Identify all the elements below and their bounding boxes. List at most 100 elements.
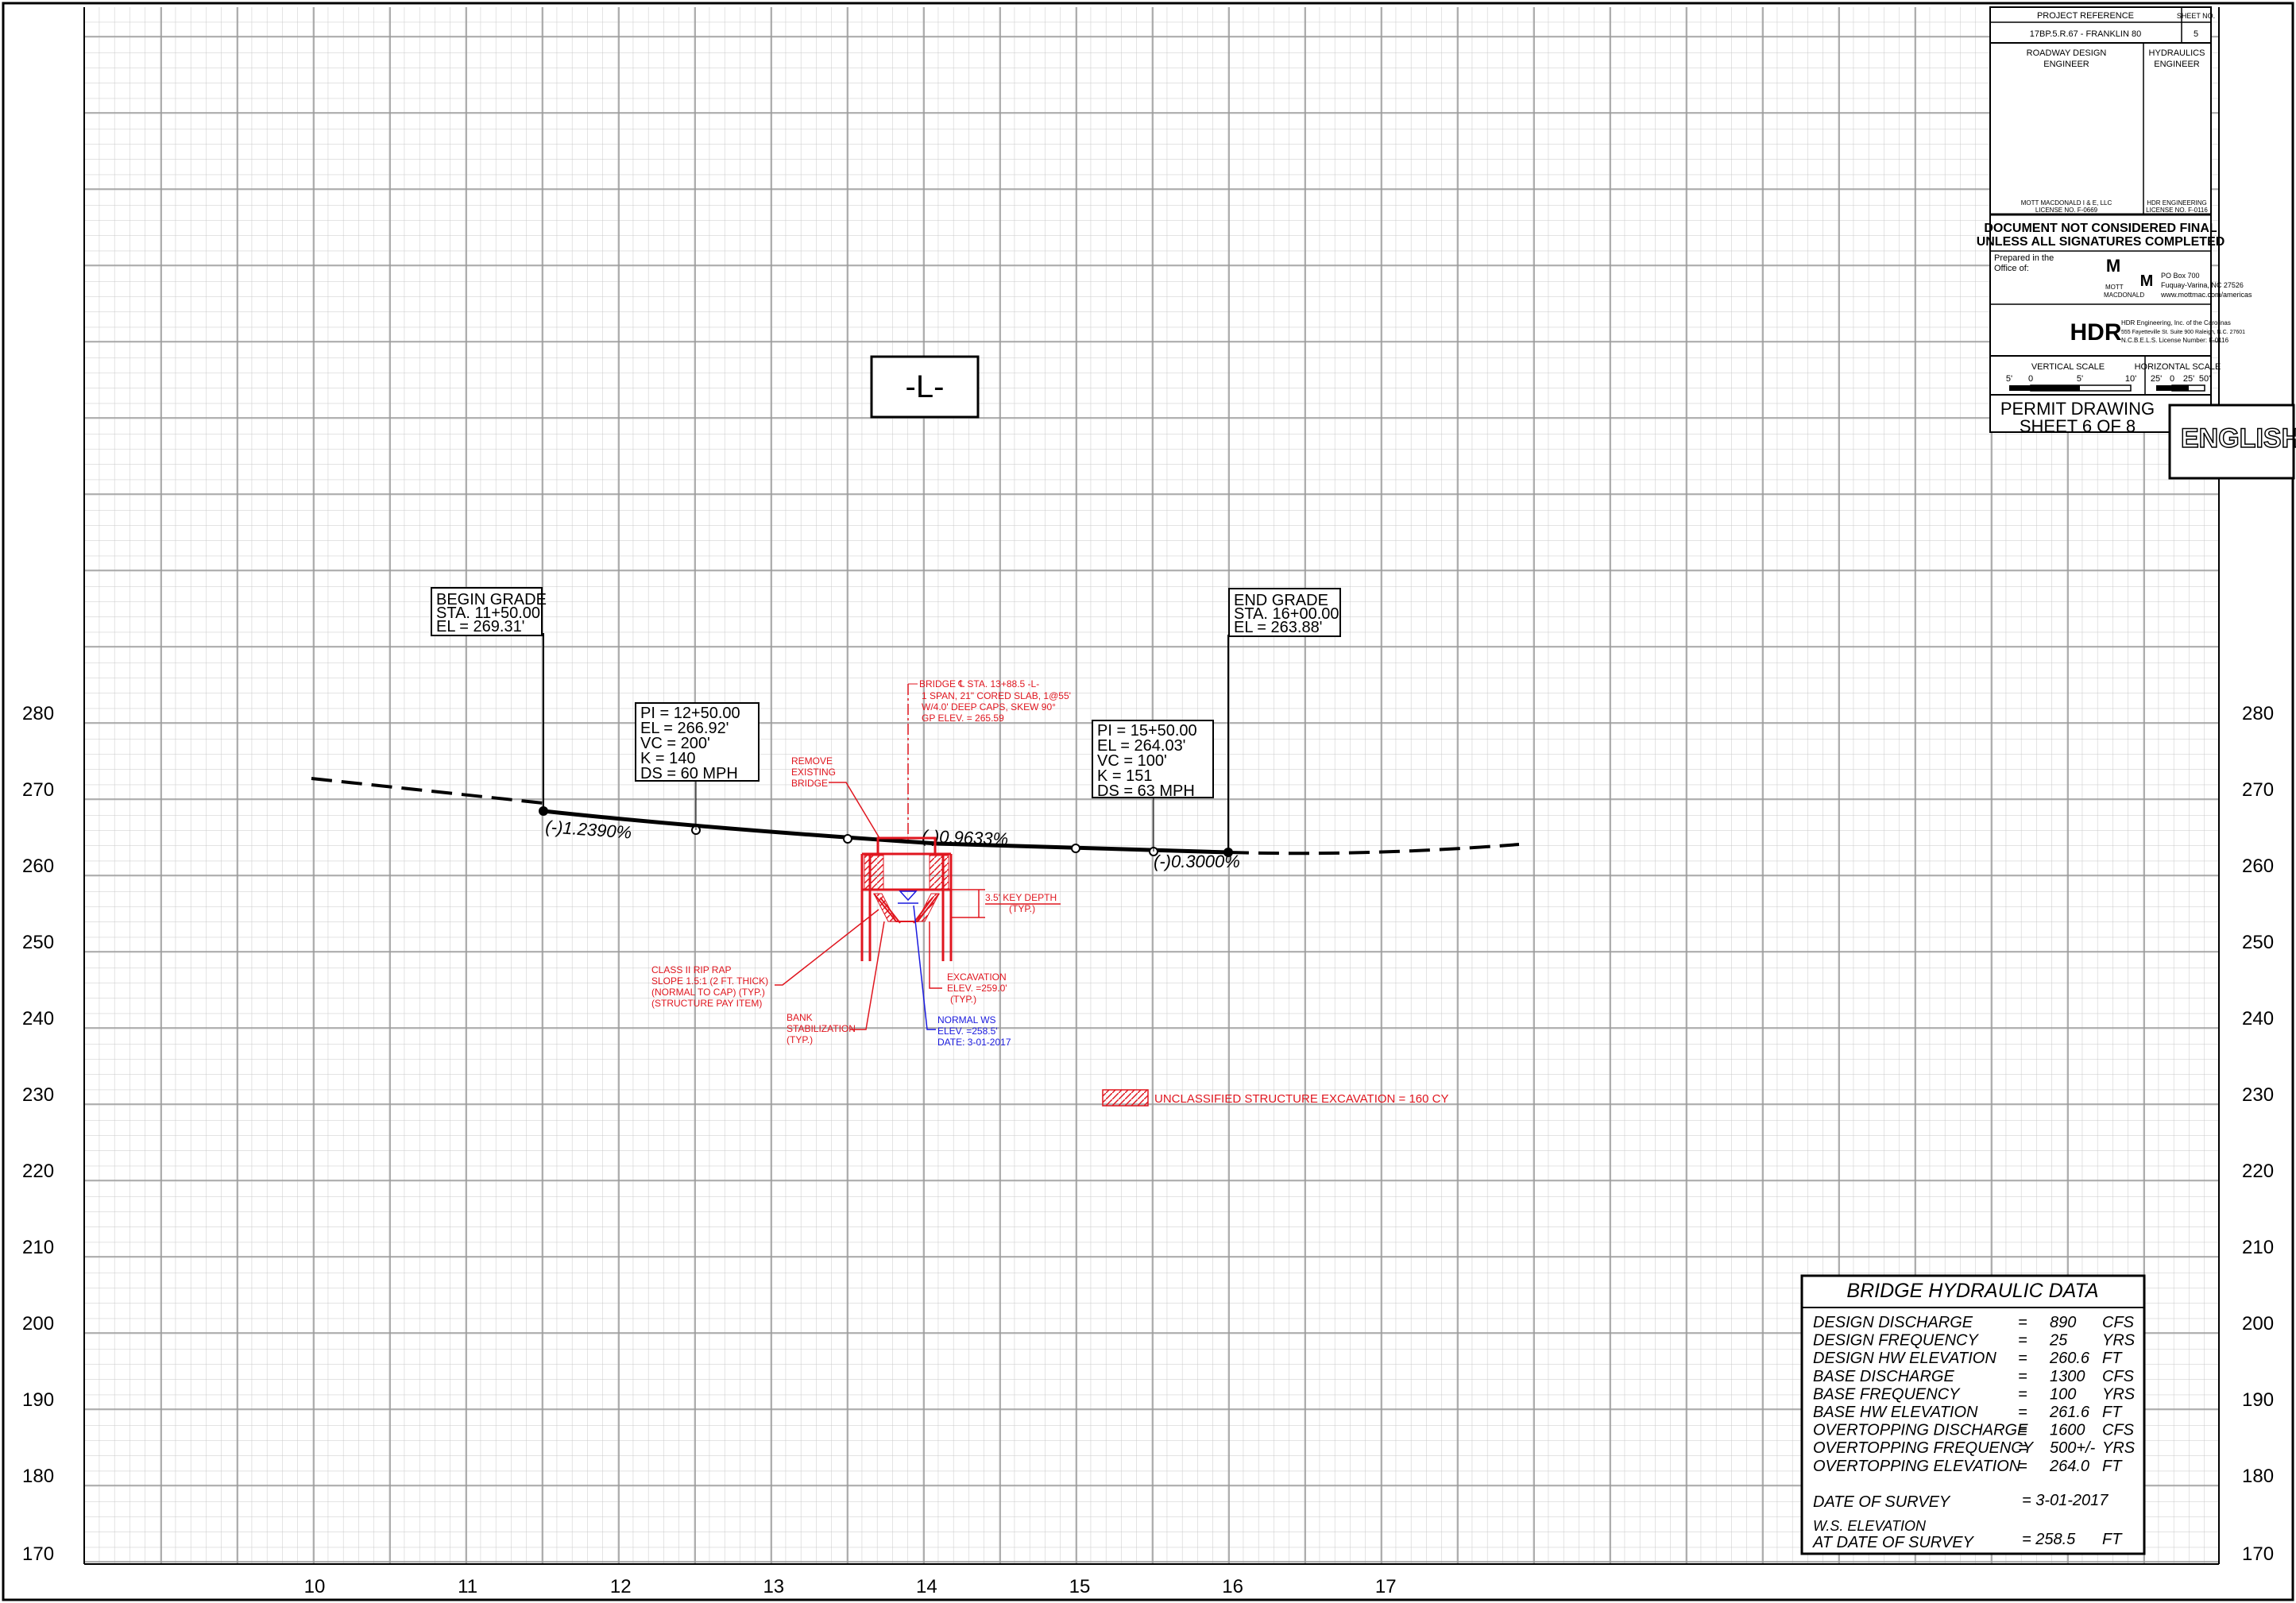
svg-text:=: = xyxy=(2018,1368,2027,1385)
hydraulic-data-table: BRIDGE HYDRAULIC DATA DESIGN DISCHARGE=8… xyxy=(1800,1274,2146,1555)
svg-text:END GRADE: END GRADE xyxy=(1234,592,1328,609)
svg-text:555 Fayetteville St. Suite 900: 555 Fayetteville St. Suite 900 Raleigh, … xyxy=(2121,330,2245,335)
svg-text:SLOPE 1.5:1 (2 FT. THICK): SLOPE 1.5:1 (2 FT. THICK) xyxy=(651,975,768,987)
svg-text:HORIZONTAL SCALE: HORIZONTAL SCALE xyxy=(2135,362,2221,372)
svg-text:25': 25' xyxy=(2151,374,2162,384)
end-grade-point xyxy=(1223,848,1233,857)
svg-text:K = 151: K = 151 xyxy=(1097,767,1153,785)
excavation-legend: UNCLASSIFIED STRUCTURE EXCAVATION = 160 … xyxy=(1102,1089,1449,1107)
svg-text:EXISTING: EXISTING xyxy=(791,767,836,778)
end-grade-callout: END GRADE STA. 16+00.00 EL = 263.88' xyxy=(1228,588,1341,637)
svg-text:ENGLISH: ENGLISH xyxy=(2181,423,2296,454)
elevation-label-left: 240 xyxy=(22,1008,54,1029)
svg-text:BRIDGE ℄ STA. 13+88.5 -L-: BRIDGE ℄ STA. 13+88.5 -L- xyxy=(919,678,1039,689)
svg-text:PI = 12+50.00: PI = 12+50.00 xyxy=(640,705,740,722)
key-depth-dimension xyxy=(951,889,1061,918)
svg-text:VERTICAL SCALE: VERTICAL SCALE xyxy=(2031,362,2105,372)
key-depth-note: 3.5' KEY DEPTH (TYP.) xyxy=(985,892,1057,914)
svg-text:25: 25 xyxy=(2049,1332,2068,1350)
elevation-label-left: 200 xyxy=(22,1313,54,1335)
proposed-grade-line xyxy=(543,809,1229,855)
svg-text:Office of:: Office of: xyxy=(1994,264,2029,273)
elevation-label-left: 270 xyxy=(22,779,54,801)
svg-text:=: = xyxy=(2018,1404,2027,1421)
elevation-label-left: 190 xyxy=(22,1389,54,1411)
svg-text:CFS: CFS xyxy=(2102,1368,2135,1385)
svg-text:(TYP.): (TYP.) xyxy=(787,1034,813,1045)
svg-text:DS = 60 MPH: DS = 60 MPH xyxy=(640,765,738,782)
elevation-label-left: 280 xyxy=(22,703,54,724)
svg-text:500+/-: 500+/- xyxy=(2050,1439,2096,1457)
svg-text:YRS: YRS xyxy=(2102,1332,2136,1350)
svg-text:PERMIT DRAWING: PERMIT DRAWING xyxy=(2000,399,2155,419)
svg-text:BASE FREQUENCY: BASE FREQUENCY xyxy=(1813,1385,1961,1403)
rip-rap-note: CLASS II RIP RAP SLOPE 1.5:1 (2 FT. THIC… xyxy=(651,909,879,1009)
normal-water-surface: NORMAL WS ELEV. =258.5' DATE: 3-01-2017 xyxy=(898,890,1011,1048)
svg-text:W.S. ELEVATION: W.S. ELEVATION xyxy=(1813,1518,1927,1534)
riprap-left xyxy=(873,893,897,922)
station-label: 11 xyxy=(458,1576,477,1597)
svg-text:BRIDGE HYDRAULIC DATA: BRIDGE HYDRAULIC DATA xyxy=(1846,1280,2098,1302)
bridge-note: BRIDGE ℄ STA. 13+88.5 -L- 1 SPAN, 21" CO… xyxy=(908,678,1071,724)
svg-text:50': 50' xyxy=(2199,374,2210,384)
svg-text:PROJECT REFERENCE: PROJECT REFERENCE xyxy=(2037,11,2134,21)
svg-text:OVERTOPPING DISCHARGE: OVERTOPPING DISCHARGE xyxy=(1813,1422,2028,1439)
station-label: 17 xyxy=(1375,1576,1397,1597)
svg-text:DATE: 3-01-2017: DATE: 3-01-2017 xyxy=(937,1037,1011,1048)
svg-text:5: 5 xyxy=(2194,29,2198,39)
elevation-label-right: 170 xyxy=(2242,1543,2274,1565)
grade-label-3: (-)0.3000% xyxy=(1154,852,1240,871)
svg-text:HDR Engineering, Inc. of the C: HDR Engineering, Inc. of the Carolinas xyxy=(2121,319,2231,326)
title-block: PROJECT REFERENCE SHEET NO. 17BP.5.R.67 … xyxy=(1977,6,2252,436)
svg-text:CFS: CFS xyxy=(2102,1314,2135,1331)
existing-grade-left-dashed xyxy=(311,777,544,805)
svg-text:LICENSE NO. F-0116: LICENSE NO. F-0116 xyxy=(2146,207,2208,214)
svg-text:STA. 11+50.00: STA. 11+50.00 xyxy=(436,605,540,622)
hydraulic-data-row: OVERTOPPING FREQUENCY=500+/-YRS xyxy=(1813,1439,2136,1457)
svg-text:NORMAL WS: NORMAL WS xyxy=(937,1014,996,1026)
svg-text:W/4.0' DEEP CAPS, SKEW 90°: W/4.0' DEEP CAPS, SKEW 90° xyxy=(922,701,1056,713)
svg-text:890: 890 xyxy=(2050,1314,2076,1331)
svg-text:FT: FT xyxy=(2102,1458,2123,1475)
svg-text:ELEV. =258.5': ELEV. =258.5' xyxy=(937,1026,998,1037)
svg-text:VC = 100': VC = 100' xyxy=(1097,752,1167,770)
svg-text:0: 0 xyxy=(2028,374,2033,384)
svg-text:EXCAVATION: EXCAVATION xyxy=(947,971,1007,983)
svg-text:CFS: CFS xyxy=(2102,1422,2135,1439)
begin-grade-callout: BEGIN GRADE STA. 11+50.00 EL = 269.31' xyxy=(431,587,547,636)
svg-text:= 3-01-2017: = 3-01-2017 xyxy=(2022,1492,2109,1509)
svg-text:EL = 266.92': EL = 266.92' xyxy=(640,720,729,737)
svg-text:OVERTOPPING ELEVATION: OVERTOPPING ELEVATION xyxy=(1813,1458,2021,1475)
svg-text:FT: FT xyxy=(2102,1404,2123,1421)
elevation-label-left: 260 xyxy=(22,856,54,877)
svg-text:1600: 1600 xyxy=(2050,1422,2085,1439)
svg-text:260.6: 260.6 xyxy=(2049,1350,2090,1367)
svg-text:1300: 1300 xyxy=(2050,1368,2085,1385)
svg-text:1 SPAN, 21" CORED SLAB, 1@55': 1 SPAN, 21" CORED SLAB, 1@55' xyxy=(922,690,1071,701)
svg-text:EL = 264.03': EL = 264.03' xyxy=(1097,737,1186,755)
elevation-label-right: 220 xyxy=(2242,1161,2274,1182)
elevation-label-left: 170 xyxy=(22,1543,54,1565)
svg-text:YRS: YRS xyxy=(2102,1439,2136,1457)
svg-text:PI = 15+50.00: PI = 15+50.00 xyxy=(1097,722,1197,740)
svg-text:STABILIZATION: STABILIZATION xyxy=(787,1023,856,1034)
svg-text:FT: FT xyxy=(2102,1531,2123,1548)
elevation-label-right: 270 xyxy=(2242,779,2274,801)
svg-text:DS = 63 MPH: DS = 63 MPH xyxy=(1097,782,1195,800)
svg-text:HYDRAULICS: HYDRAULICS xyxy=(2149,48,2205,58)
svg-text:K = 140: K = 140 xyxy=(640,750,696,767)
bank-stabilization-note: BANK STABILIZATION (TYP.) xyxy=(787,921,885,1045)
existing-grade-right-dashed xyxy=(1227,843,1520,856)
svg-text:10': 10' xyxy=(2125,374,2136,384)
station-label: 10 xyxy=(304,1576,326,1597)
horizontal-scale-bar: 25' 0 25' 50' xyxy=(2151,374,2210,392)
svg-text:HDR ENGINEERING: HDR ENGINEERING xyxy=(2147,199,2207,207)
svg-text:5': 5' xyxy=(2077,374,2083,384)
